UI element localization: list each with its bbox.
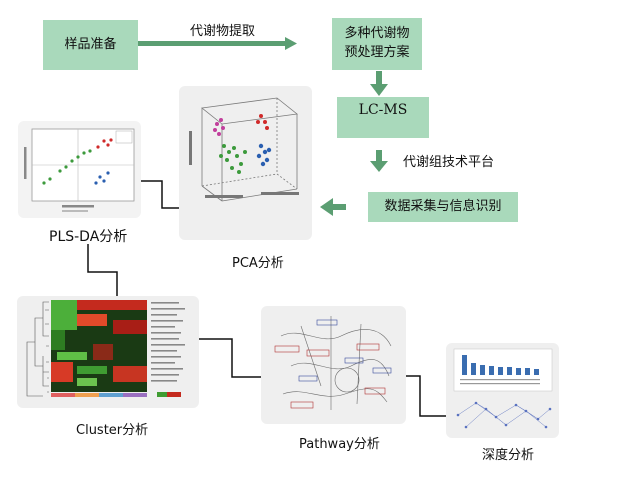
acquisition-box: 数据采集与信息识别 (368, 192, 518, 222)
platform-label: 代谢组技术平台 (403, 155, 495, 170)
acquisition-label: 数据采集与信息识别 (384, 198, 502, 214)
pretreatment-label-1: 多种代谢物 (344, 26, 410, 42)
arrow-left-pca (320, 198, 346, 216)
cluster-panel (17, 296, 199, 408)
plsda-label: PLS-DA分析 (49, 229, 128, 245)
deep-label: 深度分析 (482, 448, 535, 463)
pretreatment-label-2: 预处理方案 (344, 45, 410, 60)
arrow-extraction (138, 37, 297, 50)
deep-panel (446, 343, 559, 438)
flow-lines (87, 180, 446, 417)
sample-prep-box: 样品准备 (43, 20, 138, 70)
cluster-heatmap-image (26, 300, 185, 397)
line-cluster-pathway (199, 338, 261, 378)
plsda-plot-image (24, 128, 135, 212)
lcms-box: LC-MS (337, 97, 429, 138)
lcms-label: LC-MS (358, 102, 408, 118)
extraction-label: 代谢物提取 (190, 24, 256, 39)
deep-analysis-image (453, 348, 553, 429)
line-plsda-cluster (87, 244, 118, 296)
cluster-label: Cluster分析 (76, 423, 149, 438)
pathway-panel (261, 306, 406, 424)
pathway-map-image (274, 316, 392, 410)
pca-label: PCA分析 (232, 256, 284, 271)
pretreatment-box: 多种代谢物 预处理方案 (332, 18, 422, 70)
arrow-down-lcms (370, 71, 388, 96)
pathway-label: Pathway分析 (299, 437, 380, 452)
pca-plot-image (189, 97, 299, 202)
line-pathway-deep (406, 375, 446, 417)
plsda-panel (18, 121, 141, 218)
sample-prep-label: 样品准备 (64, 36, 117, 52)
line-plsda-pca (141, 180, 180, 209)
arrow-down-acquisition (370, 150, 388, 172)
pca-panel (179, 86, 312, 240)
